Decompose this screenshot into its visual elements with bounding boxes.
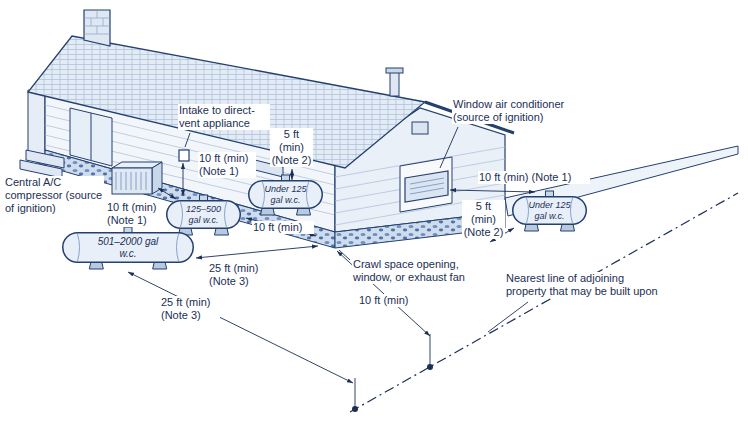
tank-text-group: 125–500 gal w.c. bbox=[181, 204, 227, 225]
tank-text-group: Under 125 gal w.c. bbox=[527, 200, 573, 221]
chimney bbox=[84, 10, 110, 46]
window-frame bbox=[400, 157, 452, 212]
dimension-label: 5 ft (min) (Note 2) bbox=[270, 128, 313, 167]
dimension-label: 25 ft (min) (Note 3) bbox=[208, 262, 266, 288]
tank-body bbox=[513, 197, 587, 225]
propane-tank: Under 125 gal w.c. bbox=[512, 196, 587, 225]
propane-tank: 125–500 gal w.c. bbox=[166, 200, 241, 229]
dimension-label: 10 ft (min) (Note 1) bbox=[106, 201, 162, 227]
tank-seam bbox=[527, 198, 573, 223]
tank-seam bbox=[78, 234, 179, 261]
sliding-door bbox=[70, 108, 112, 166]
dimension-lines bbox=[128, 163, 535, 383]
dimension-line bbox=[128, 272, 353, 383]
ac-grill bbox=[410, 178, 444, 194]
tank-text-group: 501–2000 gal w.c. bbox=[97, 236, 159, 259]
callout-text: Nearest line of adjoining property that … bbox=[505, 272, 665, 298]
chimney-bricks bbox=[84, 10, 110, 34]
callout-text: Central A/C compressor (source of igniti… bbox=[4, 176, 104, 215]
propane-tank: 501–2000 gal w.c. bbox=[62, 232, 194, 263]
tank-capacity: 125–500 gal w.c. bbox=[181, 204, 227, 225]
intake-box bbox=[179, 150, 189, 161]
tank-body bbox=[167, 201, 241, 229]
vent-cap bbox=[386, 68, 403, 73]
dimension-label: 25 ft (min) (Note 3) bbox=[160, 296, 220, 322]
dimension-label: 5 ft (min) (Note 2) bbox=[462, 200, 505, 239]
property-line bbox=[350, 193, 738, 412]
tank-seam bbox=[263, 182, 309, 207]
callout-text: Crawl space opening, window, or exhaust … bbox=[352, 258, 494, 284]
vent-pipe bbox=[390, 72, 399, 96]
extension-line bbox=[430, 334, 431, 367]
dimension-label: 10 ft (min) bbox=[358, 294, 420, 307]
leader-line bbox=[185, 133, 190, 147]
dimension-line bbox=[196, 246, 318, 258]
door-divider bbox=[91, 113, 92, 160]
gable-vent bbox=[412, 122, 428, 134]
compressor-front bbox=[112, 168, 152, 194]
leader-line bbox=[488, 302, 528, 332]
dimension-line bbox=[246, 218, 316, 236]
extension-line bbox=[355, 378, 356, 409]
tank-seam bbox=[181, 202, 227, 227]
leader-line bbox=[339, 250, 350, 260]
dimension-line bbox=[450, 190, 535, 192]
leader-lines bbox=[185, 127, 528, 332]
dimension-line bbox=[183, 163, 184, 196]
tank-body bbox=[63, 233, 194, 263]
compressor-grill bbox=[116, 172, 146, 190]
tank-body bbox=[249, 181, 323, 209]
window-air-conditioner bbox=[405, 171, 448, 202]
dimension-label: 10 ft (min) (Note 1) bbox=[478, 171, 590, 184]
dimension-label: 10 ft (min) (Note 1) bbox=[198, 152, 256, 178]
tank-capacity: 501–2000 gal w.c. bbox=[97, 236, 159, 259]
roof bbox=[28, 36, 425, 168]
dimension-line bbox=[292, 169, 293, 180]
callout-text: Window air conditioner (source of igniti… bbox=[452, 98, 576, 124]
propane-tank: Under 125 gal w.c. bbox=[248, 180, 323, 209]
leader-line bbox=[440, 127, 458, 168]
tank-capacity: Under 125 gal w.c. bbox=[527, 200, 573, 221]
dimension-line bbox=[158, 188, 176, 199]
callout-text: Intake to direct-vent appliance bbox=[178, 104, 270, 130]
dimension-label: 10 ft (min) bbox=[252, 221, 314, 234]
tank-text-group: Under 125 gal w.c. bbox=[263, 184, 309, 205]
tank-capacity: Under 125 gal w.c. bbox=[263, 184, 309, 205]
